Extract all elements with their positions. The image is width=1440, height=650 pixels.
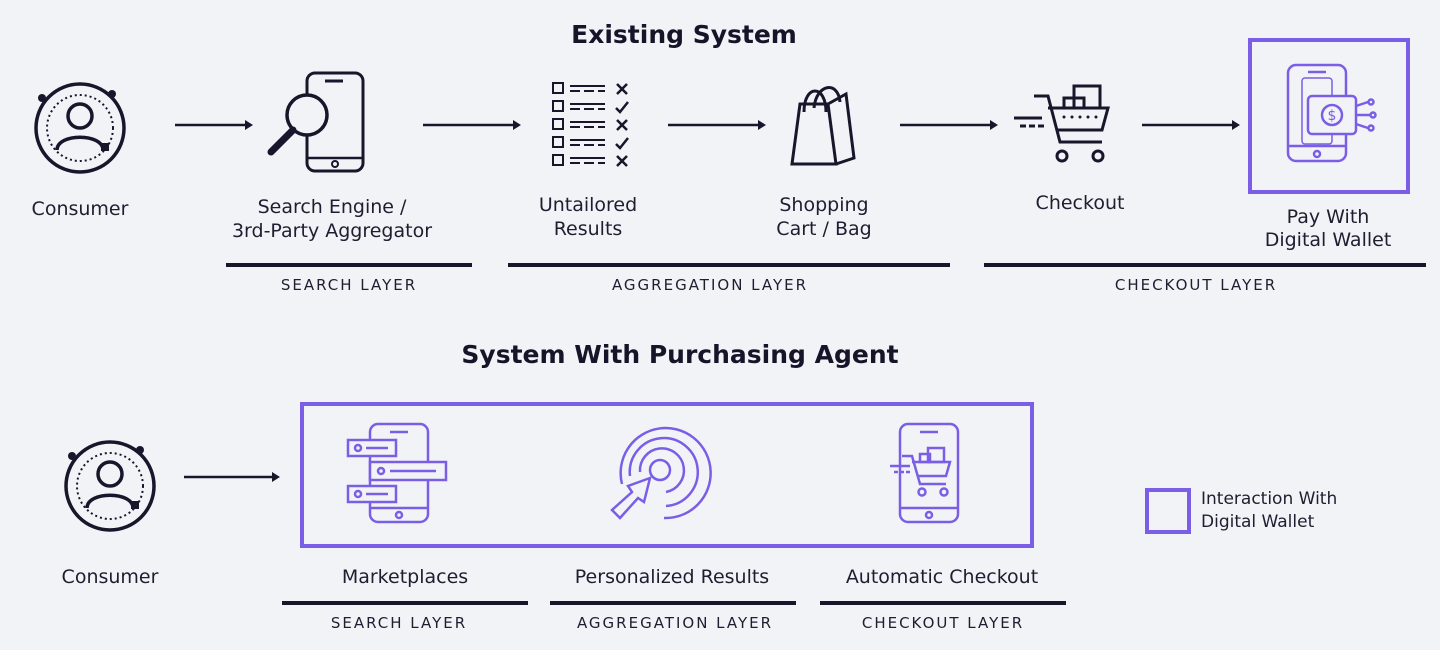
legend-swatch — [1145, 488, 1191, 534]
search-engine-label-line2: 3rd-Party Aggregator — [231, 220, 433, 242]
shopping-cart-label-line2: Cart / Bag — [776, 218, 872, 240]
digital-wallet-label-line2: Digital Wallet — [1264, 229, 1392, 251]
digital-wallet-icon: $ — [1286, 63, 1377, 163]
digital-wallet-label-line1: Pay With — [1286, 206, 1370, 228]
consumer-icon — [34, 82, 126, 174]
aggregation-layer-label: AGGREGATION LAYER — [611, 276, 809, 294]
arrow-right-icon — [900, 120, 998, 130]
checkout-layer-label: CHECKOUT LAYER — [1114, 276, 1278, 294]
shopping-cart-icon — [1014, 84, 1110, 163]
consumer-label: Consumer — [31, 198, 129, 220]
legend-label-line2: Digital Wallet — [1201, 512, 1315, 532]
search-layer-bar — [282, 601, 528, 605]
purchasing-agent-highlight-box — [300, 402, 1034, 548]
automatic-checkout-label: Automatic Checkout — [845, 566, 1039, 588]
arrow-right-icon — [184, 472, 280, 482]
digital-wallet-highlight-box — [1248, 38, 1410, 194]
personalized-results-label: Personalized Results — [574, 566, 770, 588]
marketplaces-icon — [346, 422, 448, 524]
marketplaces-label: Marketplaces — [341, 566, 469, 588]
untailored-results-label-line2: Results — [553, 218, 623, 240]
agent-system-title: System With Purchasing Agent — [461, 340, 899, 369]
aggregation-layer-bar — [550, 601, 796, 605]
arrow-right-icon — [1142, 120, 1240, 130]
search-layer-label: SEARCH LAYER — [280, 276, 418, 294]
search-engine-label-line1: Search Engine / — [257, 196, 407, 218]
svg-text:$: $ — [1328, 108, 1337, 124]
aggregation-layer-bar — [508, 263, 950, 267]
aggregation-layer-label: AGGREGATION LAYER — [576, 614, 774, 632]
checkout-layer-bar — [820, 601, 1066, 605]
shopping-bag-icon — [790, 86, 856, 166]
shopping-cart-label-line1: Shopping — [779, 194, 869, 216]
arrow-right-icon — [423, 120, 521, 130]
consumer-label: Consumer — [61, 566, 159, 588]
checklist-icon — [552, 82, 629, 167]
checkout-layer-bar — [984, 263, 1426, 267]
legend-label-line1: Interaction With — [1201, 489, 1338, 509]
target-cursor-icon — [610, 426, 712, 520]
arrow-right-icon — [668, 120, 766, 130]
arrow-right-icon — [175, 120, 253, 130]
checkout-label: Checkout — [1035, 192, 1125, 214]
untailored-results-label-line1: Untailored — [538, 194, 638, 216]
existing-system-title: Existing System — [571, 20, 797, 49]
checkout-layer-label: CHECKOUT LAYER — [861, 614, 1025, 632]
consumer-icon — [64, 440, 156, 532]
search-layer-bar — [226, 263, 472, 267]
search-layer-label: SEARCH LAYER — [330, 614, 468, 632]
phone-search-icon — [267, 71, 365, 173]
phone-cart-icon — [890, 422, 960, 524]
